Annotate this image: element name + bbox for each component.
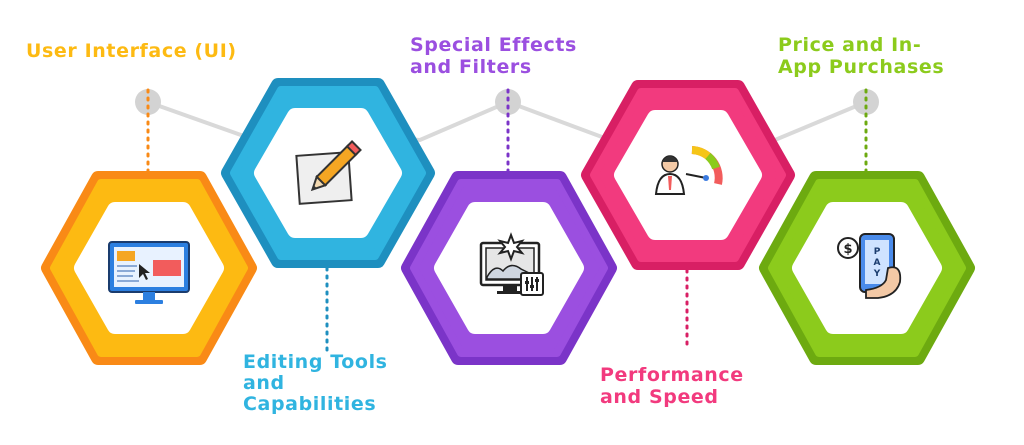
label-editing-line-3: Capabilities: [243, 393, 377, 415]
svg-text:P: P: [874, 247, 881, 257]
node-dot-ui: [135, 89, 161, 115]
label-effects: Special Effects and Filters: [410, 34, 577, 78]
speedometer-icon: [654, 146, 723, 195]
label-editing: Editing Tools and Capabilities: [243, 352, 388, 415]
label-performance-line-1: Performance: [600, 364, 744, 386]
effects-icon: [479, 232, 544, 296]
label-ui: User Interface (UI): [26, 40, 237, 62]
svg-text:$: $: [843, 242, 852, 257]
hexagon-ui: [41, 171, 257, 365]
pencil-icon: [295, 140, 362, 205]
svg-text:Y: Y: [873, 269, 881, 279]
label-effects-line-1: Special Effects: [410, 34, 577, 56]
label-performance-line-2: and Speed: [600, 386, 719, 408]
label-ui-line-1: User Interface (UI): [26, 40, 237, 62]
hexagon-editing: [221, 78, 435, 268]
label-effects-line-2: and Filters: [410, 56, 532, 78]
label-editing-line-2: and: [243, 372, 285, 394]
node-dot-effects: [495, 89, 521, 115]
label-price: Price and In- App Purchases: [778, 34, 944, 78]
node-dot-price: [853, 89, 879, 115]
label-editing-line-1: Editing Tools: [243, 351, 388, 373]
monitor-icon: [108, 241, 190, 304]
pay-phone-icon: $ P A Y: [837, 233, 902, 299]
label-price-line-1: Price and In-: [778, 34, 922, 56]
label-price-line-2: App Purchases: [778, 56, 945, 78]
label-performance: Performance and Speed: [600, 364, 744, 408]
svg-text:A: A: [874, 258, 881, 268]
